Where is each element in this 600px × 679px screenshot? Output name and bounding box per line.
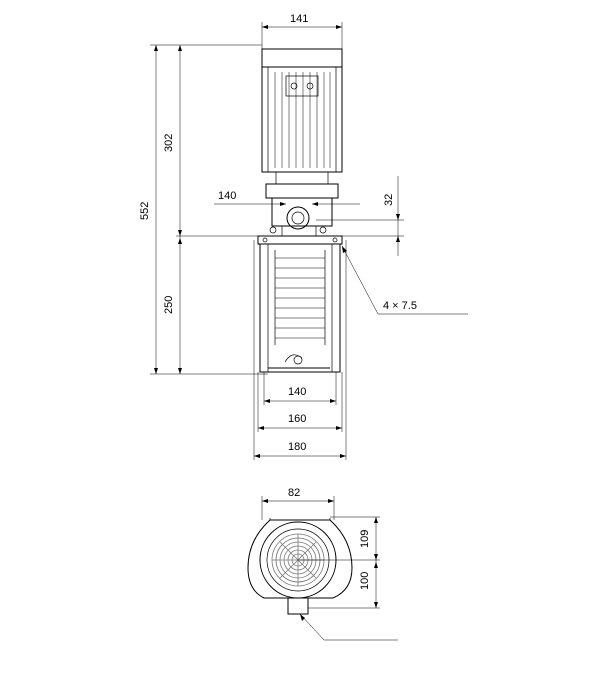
label-bottom-upper: 109 [359,530,371,548]
dimension-port-offset: 32 [316,176,404,256]
motor [261,48,343,185]
pump-body [257,235,343,373]
dimension-motor-width: 141 [261,13,343,49]
leader-bottom-port [299,613,398,641]
label-motor-width: 141 [290,13,308,25]
dimension-overall-height: 552 [139,44,268,375]
bottom-view [247,518,353,615]
coupling-housing [265,183,339,236]
dimension-bottom-lower: 100 [308,560,380,609]
label-bottom-width: 82 [288,487,300,499]
label-overall-height: 552 [139,202,151,220]
label-base-width: 180 [288,441,306,453]
label-top-height: 302 [163,134,175,152]
dimension-bottom-width: 82 [261,487,335,520]
label-middle-width: 160 [288,413,306,425]
dimension-bottom-upper: 109 [298,516,380,561]
dimension-inner-width: 140 [263,372,337,405]
leader-mounting-holes: 4 × 7.5 [341,245,468,315]
label-pump-height: 250 [163,296,175,314]
label-bottom-lower: 100 [359,572,371,590]
dimension-middle-width: 160 [257,372,343,432]
dimension-pump-height: 250 [163,236,182,374]
dimension-port-width: 140 [214,190,360,206]
dimension-top-height: 302 [163,45,258,237]
label-inner-width: 140 [288,386,306,398]
dimension-base-width: 180 [253,240,347,460]
label-port-offset: 32 [383,194,395,206]
label-port-width: 140 [218,190,236,202]
label-mounting-holes: 4 × 7.5 [383,300,417,312]
